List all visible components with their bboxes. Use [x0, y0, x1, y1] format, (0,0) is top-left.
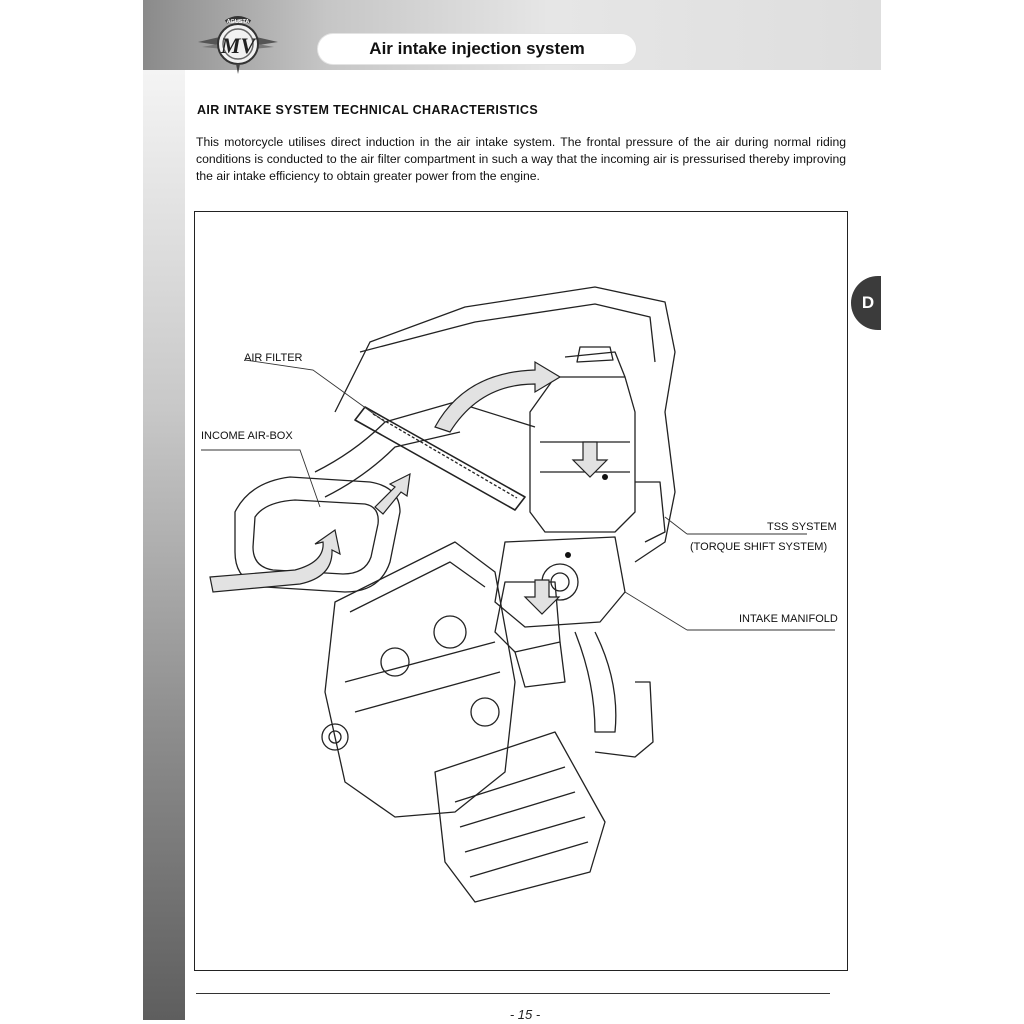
intro-paragraph: This motorcycle utilises direct inductio… [196, 135, 846, 183]
page-number: - 15 - [509, 1007, 541, 1022]
label-air-filter: AIR FILTER [244, 352, 303, 364]
engine-air-intake-diagram: AIR FILTER INCOME AIR-BOX TSS SYSTEM (TO… [194, 211, 848, 971]
mv-agusta-logo: AGUSTA MV [196, 12, 280, 78]
logo-mv-letters: MV [220, 33, 258, 58]
page-title: Air intake injection system [318, 34, 636, 64]
section-tab-d[interactable]: D [851, 276, 881, 330]
section-heading: AIR INTAKE SYSTEM TECHNICAL CHARACTERIST… [197, 103, 539, 117]
label-income-air-box: INCOME AIR-BOX [201, 430, 293, 442]
footer-divider [196, 993, 830, 994]
diagram-drawing [201, 286, 835, 903]
logo-agusta-text: AGUSTA [227, 19, 250, 25]
label-intake-manifold: INTAKE MANIFOLD [739, 613, 838, 625]
label-tss-system: TSS SYSTEM [767, 521, 837, 533]
left-gradient-bar [143, 70, 185, 1020]
label-torque-shift-system: (TORQUE SHIFT SYSTEM) [690, 541, 828, 553]
